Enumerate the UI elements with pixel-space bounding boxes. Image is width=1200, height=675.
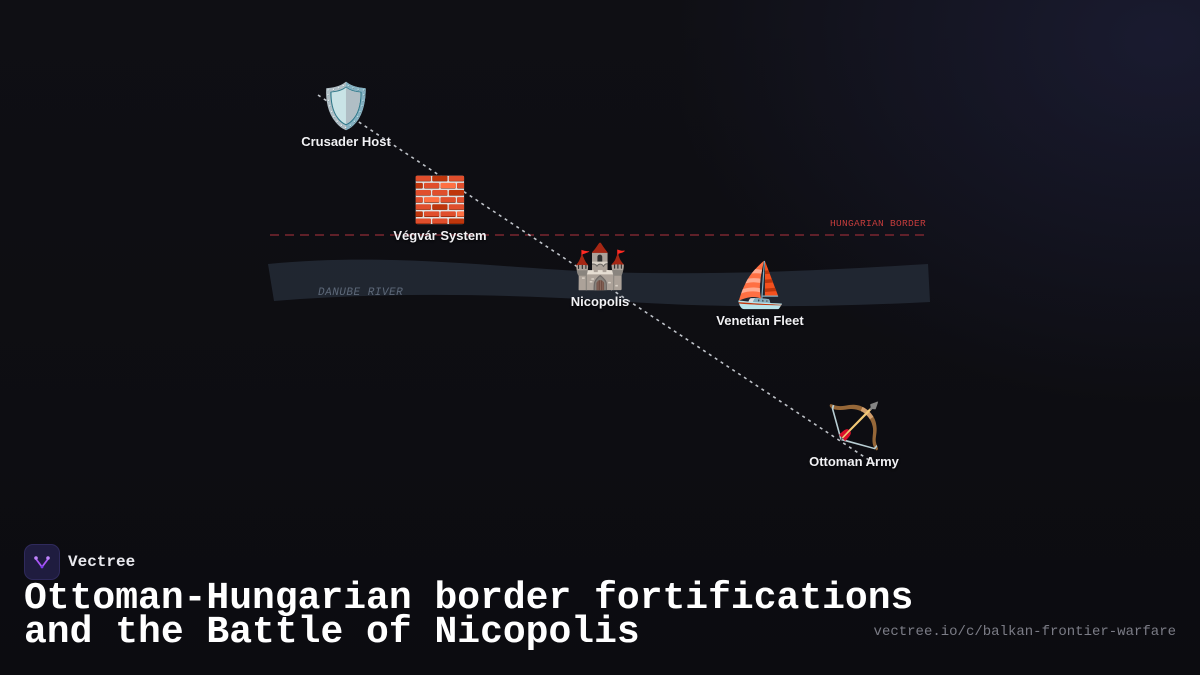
node-label: Venetian Fleet: [716, 313, 804, 328]
node-venetian-fleet[interactable]: ⛵ Venetian Fleet: [716, 260, 804, 329]
node-label: Nicopolis: [570, 294, 630, 309]
node-label: Végvár System: [393, 228, 487, 243]
danube-river-label: DANUBE RIVER: [318, 287, 404, 299]
node-label: Crusader Host: [301, 134, 391, 149]
title-line-2: and the Battle of Nicopolis: [24, 611, 640, 654]
vectree-logo-icon: [24, 544, 60, 580]
node-nicopolis[interactable]: 🏰 Nicopolis: [570, 241, 630, 310]
brand[interactable]: Vectree: [24, 544, 135, 580]
node-label: Ottoman Army: [809, 454, 899, 469]
node-ottoman-army[interactable]: 🏹 Ottoman Army: [809, 401, 899, 470]
bow-and-arrow-icon: 🏹: [826, 401, 882, 452]
page-title: Ottoman-Hungarian border fortifications …: [24, 580, 913, 652]
brick-wall-icon: 🧱: [412, 175, 468, 226]
castle-icon: 🏰: [572, 241, 628, 292]
node-vegvar-system[interactable]: 🧱 Végvár System: [393, 175, 487, 244]
brand-name: Vectree: [68, 553, 136, 571]
shield-icon: 🛡️: [318, 81, 374, 132]
hungarian-border-label: HUNGARIAN BORDER: [829, 218, 926, 229]
node-crusader-host[interactable]: 🛡️ Crusader Host: [301, 81, 391, 150]
sailboat-icon: ⛵: [732, 260, 788, 311]
danube-river: [268, 259, 930, 307]
title-line-1: Ottoman-Hungarian border fortifications: [24, 577, 914, 620]
source-url[interactable]: vectree.io/c/balkan-frontier-warfare: [873, 624, 1176, 640]
